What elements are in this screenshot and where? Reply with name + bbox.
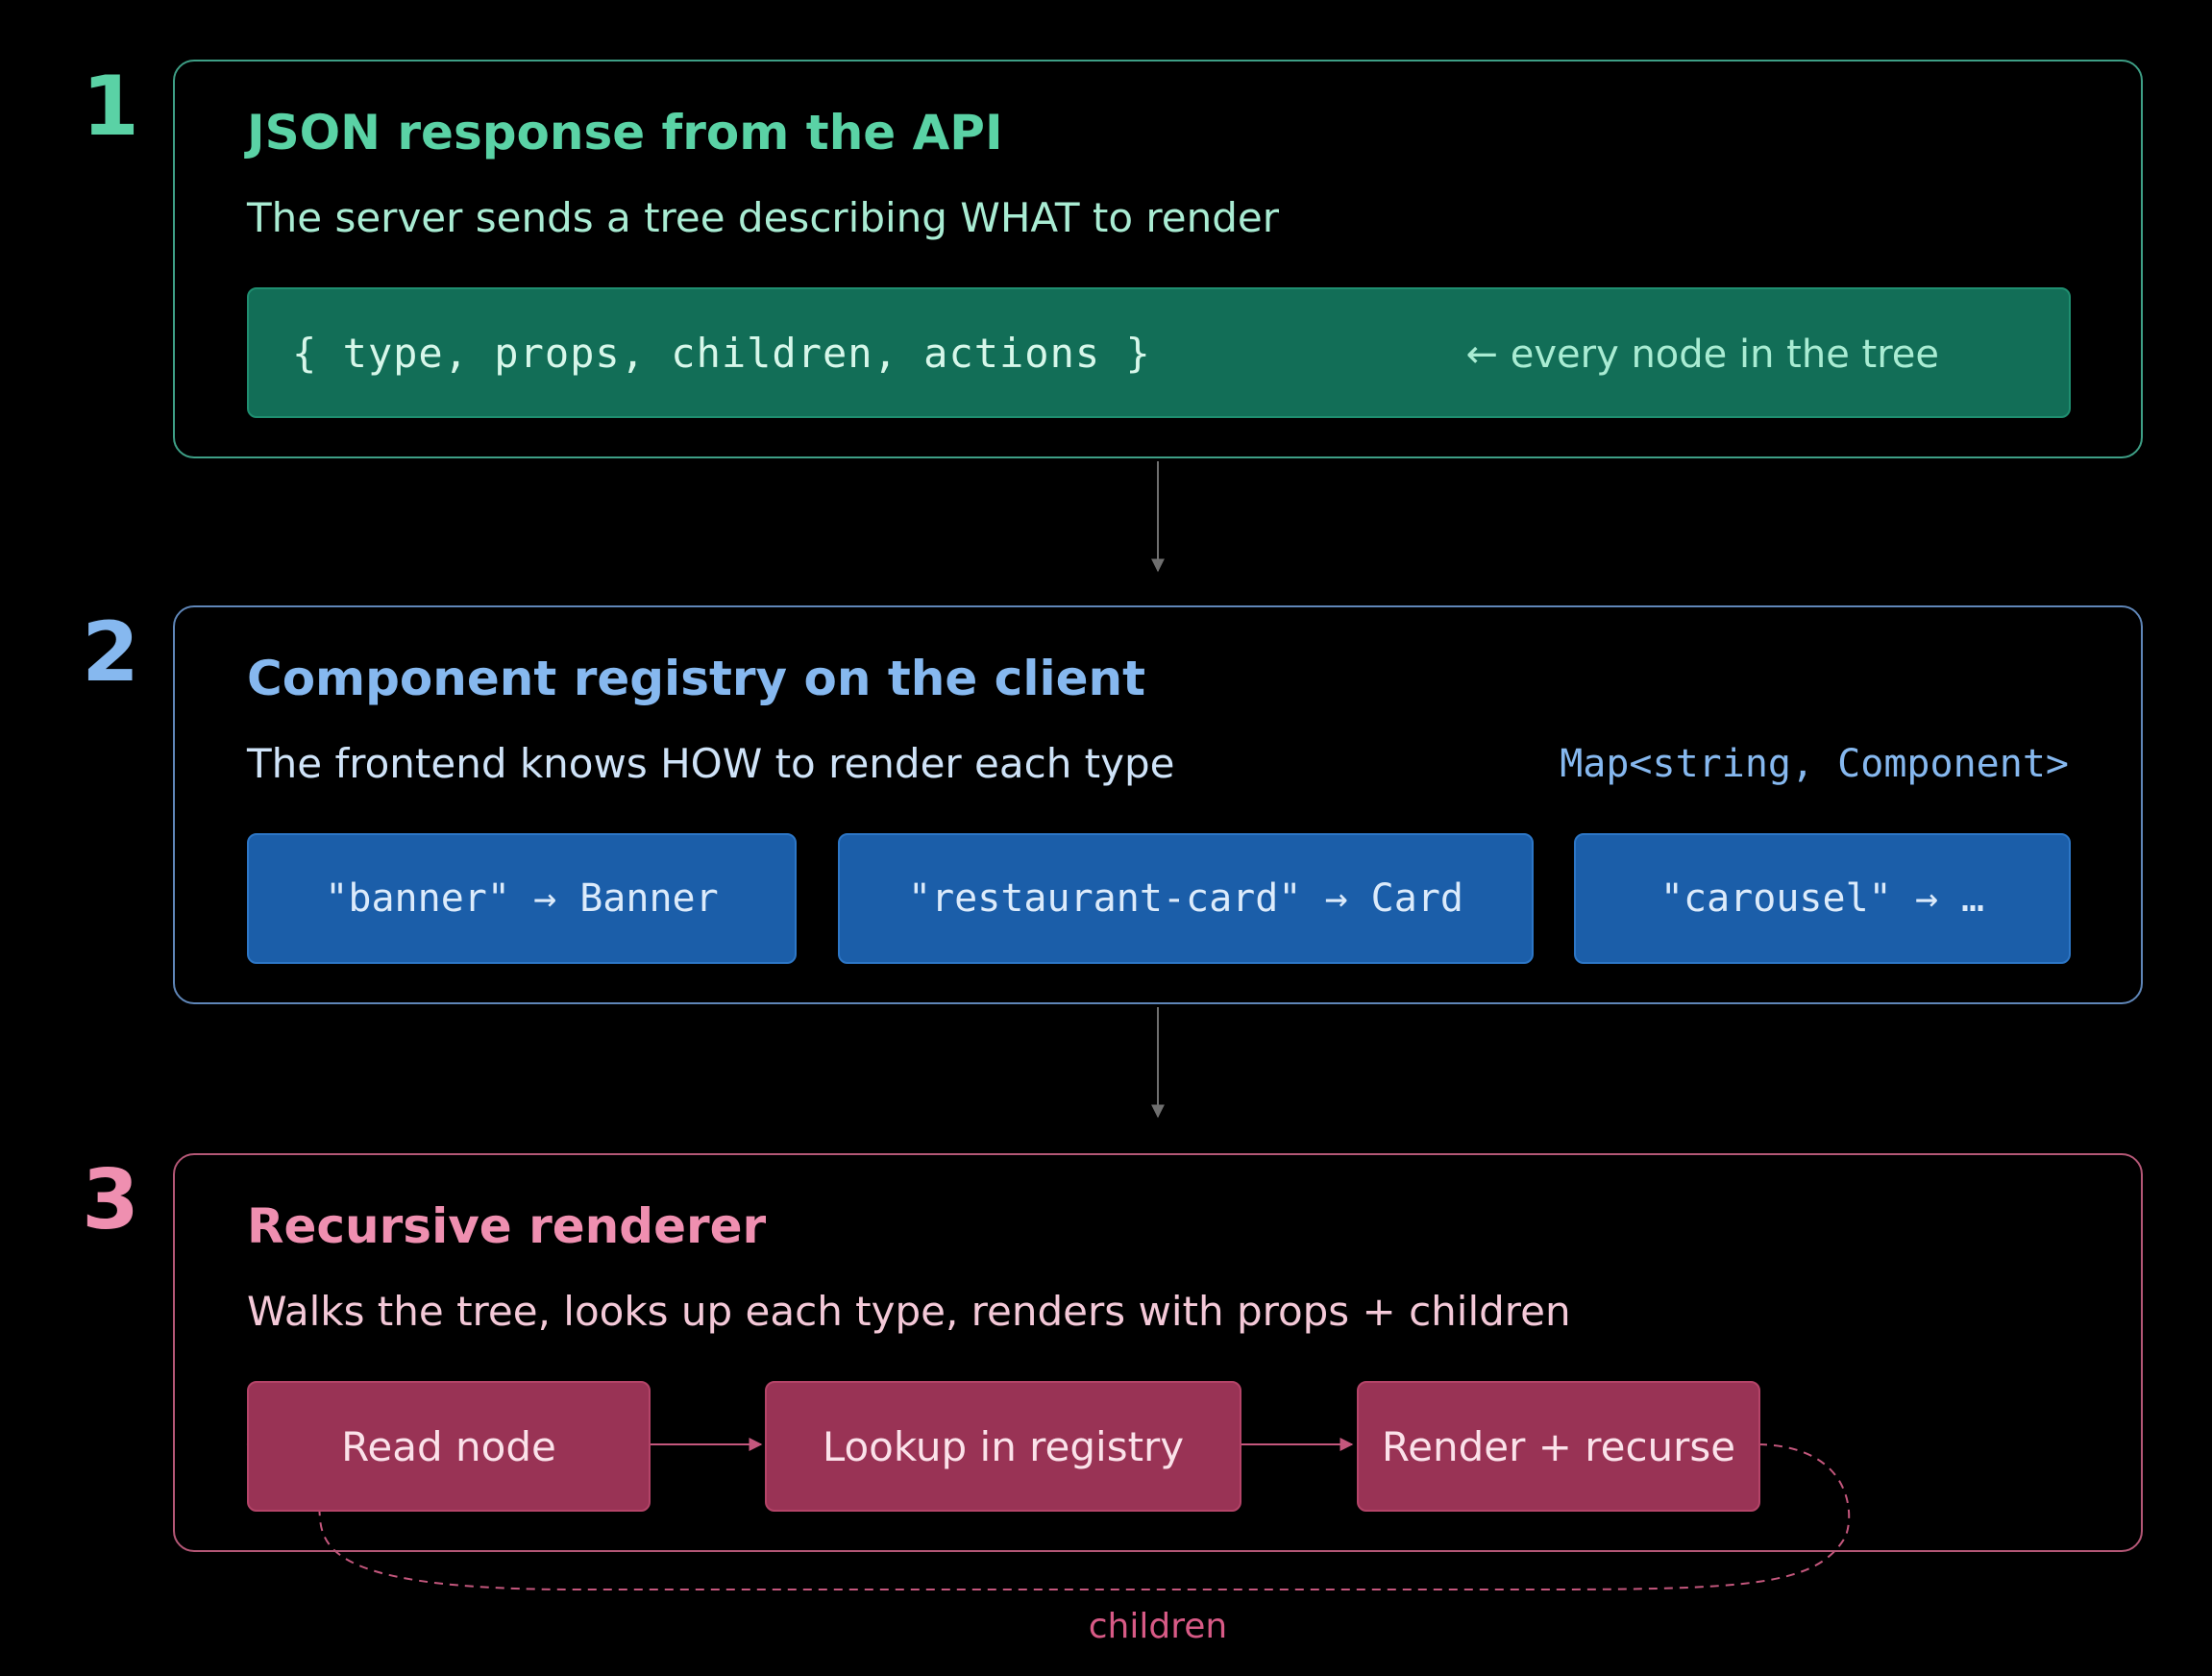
step-number-1: 1 (82, 59, 139, 155)
component-registry-panel: Component registry on the client The fro… (173, 605, 2143, 1004)
node-schema-bar: { type, props, children, actions } ← eve… (247, 287, 2071, 418)
flow-step-render-recurse: Render + recurse (1357, 1381, 1760, 1512)
flow-step-lookup-registry: Lookup in registry (765, 1381, 1241, 1512)
panel-title: Component registry on the client (247, 651, 1146, 706)
panel-subtitle: The frontend knows HOW to render each ty… (247, 740, 1175, 787)
registry-type-signature: Map<string, Component> (1560, 742, 2069, 786)
panel-title: JSON response from the API (247, 105, 1003, 160)
panel-title: Recursive renderer (247, 1198, 767, 1254)
node-schema-note: ← every node in the tree (1465, 333, 1940, 377)
step-number-3: 3 (82, 1152, 139, 1248)
api-response-panel: JSON response from the API The server se… (173, 60, 2143, 458)
recursive-renderer-panel: Recursive renderer Walks the tree, looks… (173, 1153, 2143, 1552)
registry-mapping-restaurant-card: "restaurant-card" → Card (838, 833, 1534, 964)
node-schema-code: { type, props, children, actions } (292, 330, 1151, 377)
children-loop-label: children (1088, 1607, 1228, 1646)
panel-subtitle: Walks the tree, looks up each type, rend… (247, 1288, 1571, 1335)
step-number-2: 2 (82, 604, 139, 701)
panel-subtitle: The server sends a tree describing WHAT … (247, 194, 1279, 241)
children-recursion-loop (246, 1438, 1851, 1590)
registry-mapping-carousel: "carousel" → … (1574, 833, 2071, 964)
flow-step-read-node: Read node (247, 1381, 651, 1512)
registry-mapping-banner: "banner" → Banner (247, 833, 797, 964)
